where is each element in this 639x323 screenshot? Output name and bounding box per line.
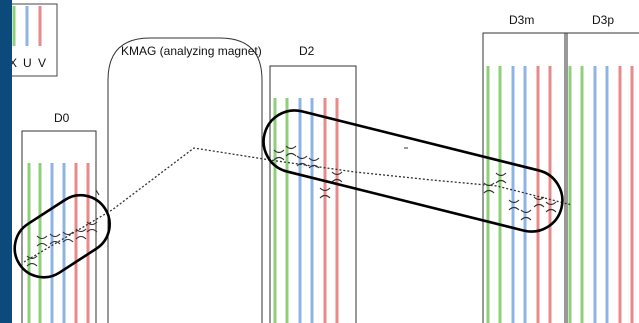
station-d2-frame (269, 65, 357, 323)
d2-d3-track-segment (262, 109, 564, 233)
hit-marker (49, 233, 61, 245)
hit-marker (533, 196, 545, 208)
station-d2: D2 (269, 44, 357, 323)
kmag-magnet: KMAG (analyzing magnet) (107, 37, 263, 323)
station-d0-frame (21, 130, 97, 323)
station-d0-label: D0 (54, 111, 70, 125)
hit-marker (308, 157, 320, 169)
station-d3m-label: D3m (509, 13, 534, 27)
hit-marker (483, 182, 495, 194)
hit-marker (495, 172, 507, 184)
hit-marker (545, 201, 557, 213)
legend-u-label: U (23, 56, 32, 70)
hit-marker (331, 171, 343, 183)
kmag-outline (107, 37, 263, 323)
station-d3p: D3p (564, 13, 639, 323)
station-d3m-wires (486, 66, 552, 323)
legend-frame (12, 3, 58, 77)
station-d0: D0 (21, 111, 97, 323)
station-d2-wires (273, 98, 339, 323)
plane-legend: X U V (12, 3, 58, 77)
legend-v-label: V (38, 56, 46, 70)
hit-markers (26, 145, 557, 267)
hit-marker (86, 221, 98, 233)
hit-marker (319, 187, 331, 199)
d0-track-segment (13, 193, 111, 279)
hit-marker (296, 155, 308, 167)
kmag-label: KMAG (analyzing magnet) (121, 44, 262, 58)
station-d3m: D3m (482, 13, 568, 323)
station-d3p-frame (564, 32, 639, 323)
hit-marker (273, 149, 285, 161)
hit-marker (520, 209, 532, 221)
station-d3m-frame (482, 32, 568, 323)
hit-marker (36, 235, 48, 247)
hit-marker (508, 199, 520, 211)
station-d2-label: D2 (299, 44, 315, 58)
station-d3p-label: D3p (592, 13, 614, 27)
tracking-diagram: X U V D0 KMAG (analyzing magnet) D2 (12, 3, 639, 323)
hit-marker-tick (95, 189, 100, 196)
hit-marker (26, 255, 38, 267)
track-segments (13, 109, 564, 279)
hit-marker (75, 228, 87, 240)
hit-marker (62, 231, 74, 243)
hit-marker (285, 145, 297, 157)
station-d3p-wires (568, 66, 634, 323)
diagram-canvas: X U V D0 KMAG (analyzing magnet) D2 (12, 0, 639, 323)
legend-x-label: X (12, 56, 17, 70)
